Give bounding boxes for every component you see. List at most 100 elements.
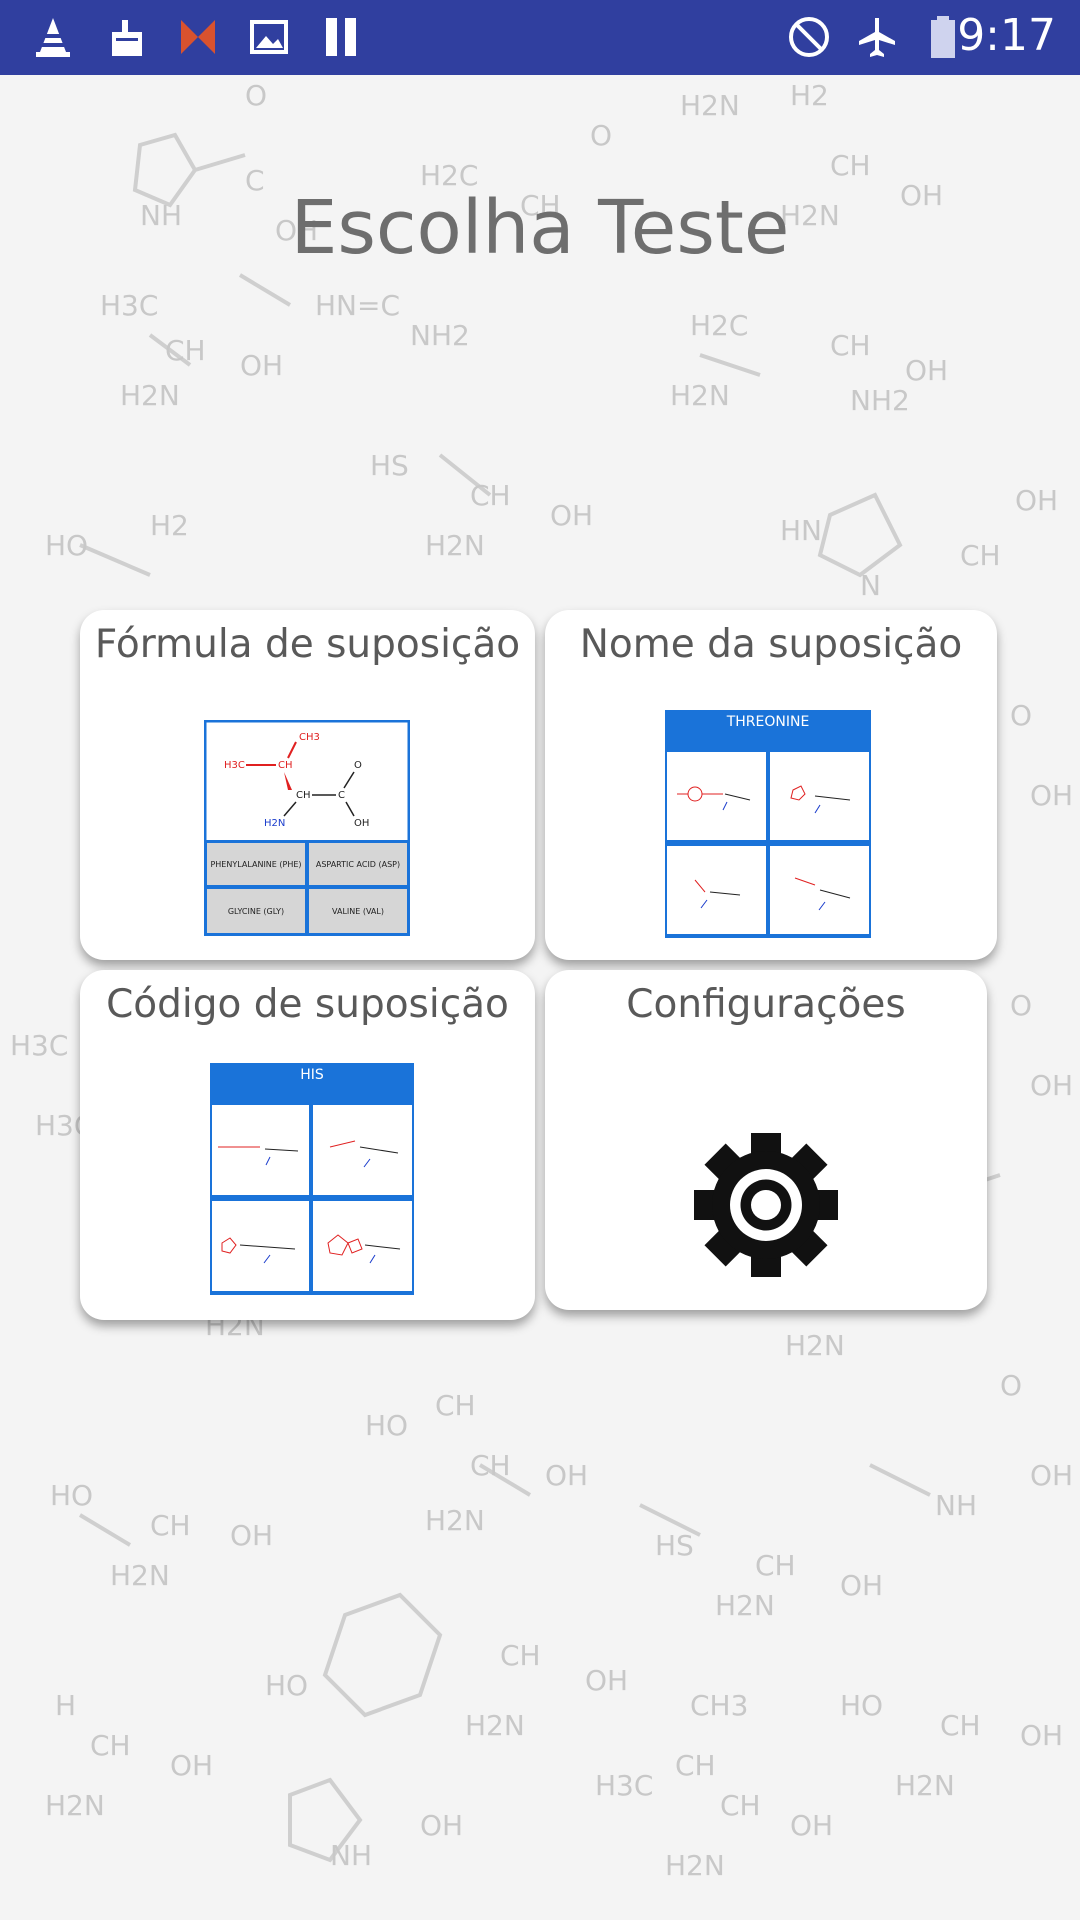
svg-text:H2N: H2N	[680, 89, 740, 122]
page-title: Escolha Teste	[290, 185, 790, 271]
svg-text:H2C: H2C	[420, 159, 478, 192]
svg-text:H2: H2	[150, 509, 189, 542]
svg-text:NH2: NH2	[410, 319, 470, 352]
clock: 9:17	[957, 10, 1056, 61]
svg-text:HO: HO	[45, 529, 88, 562]
name-test-title: Nome da suposição	[579, 622, 963, 667]
svg-text:CH: CH	[960, 539, 1001, 572]
svg-text:OH: OH	[900, 179, 943, 212]
svg-text:OH: OH	[170, 1749, 213, 1782]
svg-text:C: C	[245, 164, 265, 197]
his-header: HIS	[300, 1067, 324, 1083]
svg-text:CH: CH	[470, 1449, 511, 1482]
threonine-header: THREONINE	[726, 714, 810, 730]
svg-text:CH: CH	[940, 1709, 981, 1742]
code-test-title: Código de suposição	[106, 982, 509, 1027]
svg-text:HS: HS	[370, 449, 409, 482]
svg-text:CH: CH	[470, 479, 511, 512]
svg-text:OH: OH	[550, 499, 593, 532]
svg-text:OH: OH	[1030, 779, 1073, 812]
code-test-thumbnail: HIS	[210, 1063, 414, 1295]
svg-text:OH: OH	[420, 1809, 463, 1842]
svg-text:CH: CH	[278, 760, 293, 771]
svg-text:H3C: H3C	[100, 289, 158, 322]
svg-text:OH: OH	[354, 818, 369, 829]
svg-text:CH: CH	[830, 149, 871, 182]
airplane-mode-icon	[859, 18, 895, 57]
svg-text:O: O	[1000, 1369, 1022, 1402]
svg-text:ASPARTIC ACID (ASP): ASPARTIC ACID (ASP)	[316, 860, 400, 869]
svg-text:H2C: H2C	[690, 309, 748, 342]
svg-text:H2N: H2N	[264, 818, 285, 829]
svg-text:H2N: H2N	[715, 1589, 775, 1622]
svg-text:H2N: H2N	[110, 1559, 170, 1592]
svg-text:H2N: H2N	[780, 199, 840, 232]
name-test-thumbnail: THREONINE	[665, 710, 871, 938]
svg-text:HO: HO	[840, 1689, 883, 1722]
svg-text:CH: CH	[500, 1639, 541, 1672]
code-test-card[interactable]: Código de suposição HIS	[80, 970, 535, 1320]
svg-text:CH: CH	[830, 329, 871, 362]
svg-text:H2N: H2N	[45, 1789, 105, 1822]
butterfly-icon	[181, 20, 215, 54]
gear-icon	[694, 1133, 838, 1277]
status-bar: 9:17	[0, 0, 1080, 75]
svg-text:O: O	[590, 119, 612, 152]
svg-text:CH: CH	[435, 1389, 476, 1422]
svg-text:H2N: H2N	[895, 1769, 955, 1802]
battery-icon	[931, 16, 955, 58]
svg-text:NH: NH	[140, 199, 182, 232]
svg-text:CH3: CH3	[690, 1689, 748, 1722]
svg-text:O: O	[245, 79, 267, 112]
svg-text:H2N: H2N	[785, 1329, 845, 1362]
svg-text:H3C: H3C	[10, 1029, 68, 1062]
formula-test-thumbnail: CH3 H3C CH CH C O OH H2N PHENYLALANINE (…	[204, 720, 410, 936]
svg-text:NH: NH	[935, 1489, 977, 1522]
svg-text:PHENYLALANINE (PHE): PHENYLALANINE (PHE)	[210, 860, 301, 869]
image-icon	[250, 20, 288, 54]
svg-text:CH: CH	[520, 189, 561, 222]
svg-text:OH: OH	[1020, 1719, 1063, 1752]
svg-text:OH: OH	[1030, 1069, 1073, 1102]
svg-text:HO: HO	[265, 1669, 308, 1702]
svg-text:H3C: H3C	[224, 760, 245, 771]
svg-text:H2N: H2N	[670, 379, 730, 412]
svg-text:NH2: NH2	[850, 384, 910, 417]
svg-text:GLYCINE (GLY): GLYCINE (GLY)	[228, 907, 284, 916]
svg-text:OH: OH	[545, 1459, 588, 1492]
svg-text:H2N: H2N	[425, 1504, 485, 1537]
vlc-icon	[36, 18, 70, 57]
svg-text:CH: CH	[165, 334, 206, 367]
svg-text:CH: CH	[720, 1789, 761, 1822]
formula-test-card[interactable]: Fórmula de suposição CH3 H3C CH CH C O O…	[80, 610, 535, 960]
svg-text:CH: CH	[755, 1549, 796, 1582]
svg-text:O: O	[1010, 989, 1032, 1022]
svg-text:OH: OH	[840, 1569, 883, 1602]
svg-text:CH: CH	[90, 1729, 131, 1762]
svg-text:OH: OH	[585, 1664, 628, 1697]
settings-card[interactable]: Configurações	[545, 970, 987, 1310]
svg-text:OH: OH	[275, 214, 318, 247]
formula-test-title: Fórmula de suposição	[94, 622, 521, 667]
svg-text:OH: OH	[905, 354, 948, 387]
do-not-disturb-icon	[789, 17, 829, 57]
svg-text:O: O	[1010, 699, 1032, 732]
svg-text:HN: HN	[780, 514, 822, 547]
svg-text:CH3: CH3	[299, 732, 320, 743]
svg-text:OH: OH	[240, 349, 283, 382]
svg-text:CH: CH	[296, 790, 311, 801]
svg-text:H2N: H2N	[665, 1849, 725, 1882]
svg-text:H3C: H3C	[595, 1769, 653, 1802]
svg-text:HN=C: HN=C	[315, 289, 400, 322]
svg-text:CH: CH	[150, 1509, 191, 1542]
cleaner-icon	[112, 20, 142, 56]
svg-text:CH: CH	[675, 1749, 716, 1782]
svg-text:OH: OH	[1030, 1459, 1073, 1492]
svg-text:HS: HS	[655, 1529, 694, 1562]
svg-text:H2N: H2N	[465, 1709, 525, 1742]
svg-text:NH: NH	[330, 1839, 372, 1872]
svg-text:OH: OH	[230, 1519, 273, 1552]
name-test-card[interactable]: Nome da suposição THREONINE	[545, 610, 997, 960]
svg-text:OH: OH	[790, 1809, 833, 1842]
svg-text:OH: OH	[1015, 484, 1058, 517]
